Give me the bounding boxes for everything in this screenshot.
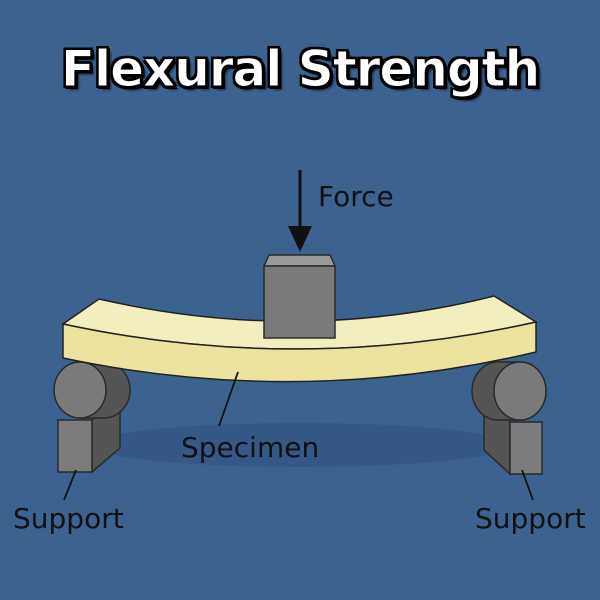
force-arrow-head (288, 226, 312, 252)
load-block (262, 254, 337, 339)
specimen-label: Specimen (181, 431, 320, 464)
support-right-label: Support (475, 502, 586, 535)
support-left-label: Support (13, 502, 124, 535)
right-support (471, 361, 547, 476)
diagram-title: Flexural Strength (60, 40, 540, 98)
support-right-leader-line (521, 469, 534, 501)
support-left-leader-line (63, 469, 77, 501)
left-support-base (57, 419, 93, 473)
load-block-top (262, 254, 337, 267)
left-roller-face (53, 361, 107, 419)
specimen-front-face (62, 321, 537, 383)
force-label: Force (318, 180, 394, 213)
specimen-shadow (90, 423, 510, 467)
left-support (53, 361, 131, 474)
force-arrow (288, 170, 312, 252)
right-support-base (509, 421, 543, 475)
specimen-leader-line (218, 371, 239, 427)
load-block-front (263, 265, 336, 339)
right-roller-face (493, 361, 547, 421)
